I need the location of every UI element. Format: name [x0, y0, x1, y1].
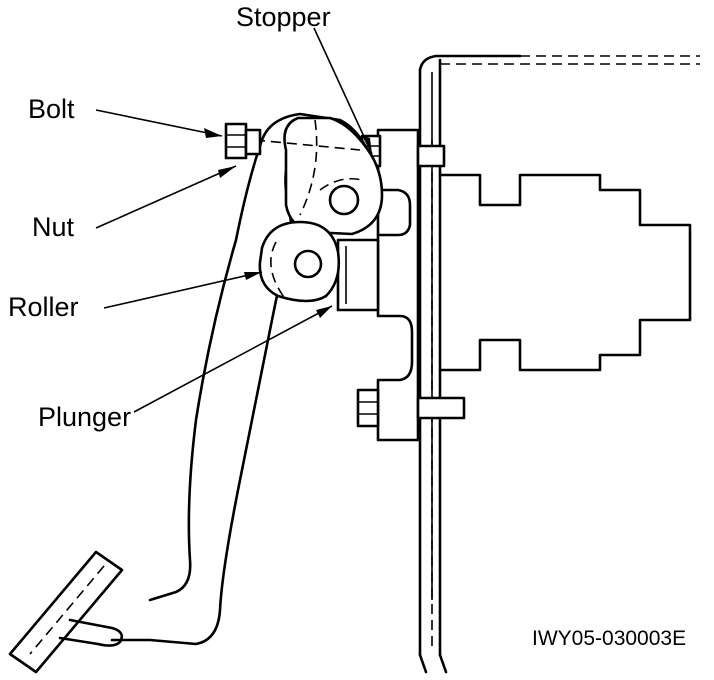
- dash-panel: [418, 54, 700, 674]
- mounting-bolt: [356, 388, 466, 428]
- switch-body: [438, 173, 692, 372]
- leader-lines: [95, 27, 373, 413]
- pivot-block: [254, 116, 384, 236]
- bracket-plate: [376, 128, 420, 442]
- pedal-pad: [8, 550, 124, 674]
- label-stopper: Stopper: [236, 2, 331, 32]
- plunger: [336, 238, 380, 312]
- label-nut: Nut: [32, 212, 75, 242]
- figure-code: IWY05-030003E: [532, 627, 687, 650]
- roller: [258, 220, 341, 303]
- label-bolt: Bolt: [28, 94, 75, 124]
- label-roller: Roller: [8, 292, 79, 322]
- label-plunger: Plunger: [38, 402, 132, 432]
- bolt-and-nut: [224, 122, 262, 160]
